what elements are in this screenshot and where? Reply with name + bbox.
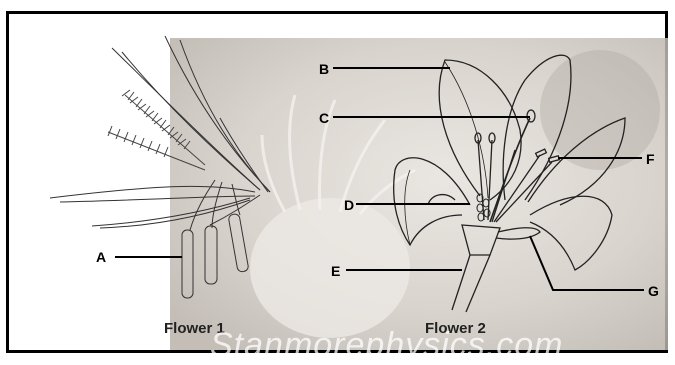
label-g: G: [648, 284, 659, 298]
label-e: E: [331, 264, 340, 278]
label-d: D: [344, 198, 354, 212]
background-pot: [250, 198, 410, 338]
watermark: Stanmorephysics.com: [210, 326, 563, 365]
label-b: B: [319, 62, 329, 76]
label-a: A: [96, 250, 106, 264]
label-f: F: [646, 152, 655, 166]
label-c: C: [319, 111, 329, 125]
